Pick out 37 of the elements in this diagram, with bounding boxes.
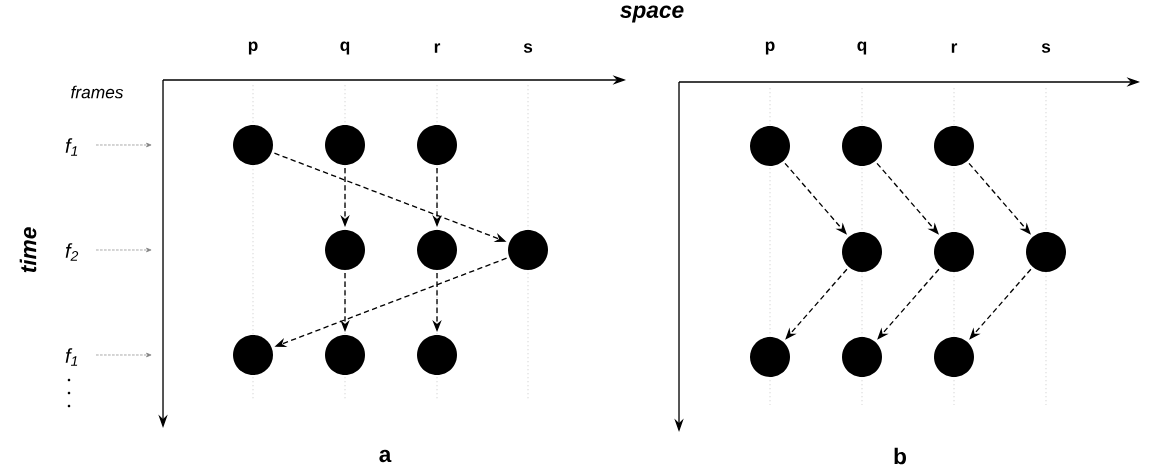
dot: [750, 126, 790, 166]
dot: [842, 126, 882, 166]
dot: [417, 125, 457, 165]
axis-title: space: [620, 5, 684, 23]
dot: [934, 337, 974, 377]
column-label: p: [248, 41, 258, 55]
dot: [325, 125, 365, 165]
row-label: f$_{1}$: [65, 348, 78, 366]
dot: [750, 337, 790, 377]
dashed-arrow: [785, 268, 848, 340]
column-label: s: [1041, 43, 1051, 53]
dot: [233, 125, 273, 165]
dot: [934, 232, 974, 272]
dot: [508, 230, 548, 270]
dot: [417, 230, 457, 270]
dot: [842, 232, 882, 272]
dot: [934, 126, 974, 166]
column-label: p: [765, 41, 775, 55]
dot: [842, 337, 882, 377]
dot: [233, 335, 273, 375]
column-label: q: [340, 41, 350, 55]
dashed-arrow: [969, 268, 1032, 340]
panel-label: b: [894, 447, 906, 465]
row-label: f$_{2}$: [65, 243, 79, 261]
column-label: r: [951, 43, 958, 53]
column-label: q: [857, 41, 867, 55]
row-label: f$_{1}$: [65, 138, 78, 156]
dot: [325, 230, 365, 270]
axis-title: frames: [71, 85, 124, 99]
dot: [1026, 232, 1066, 272]
axis-title: time: [19, 227, 37, 273]
dashed-arrow: [877, 268, 940, 340]
panel-label: a: [379, 449, 392, 463]
column-label: r: [434, 43, 441, 53]
column-label: s: [523, 43, 533, 53]
dot: [325, 335, 365, 375]
dot: [417, 335, 457, 375]
